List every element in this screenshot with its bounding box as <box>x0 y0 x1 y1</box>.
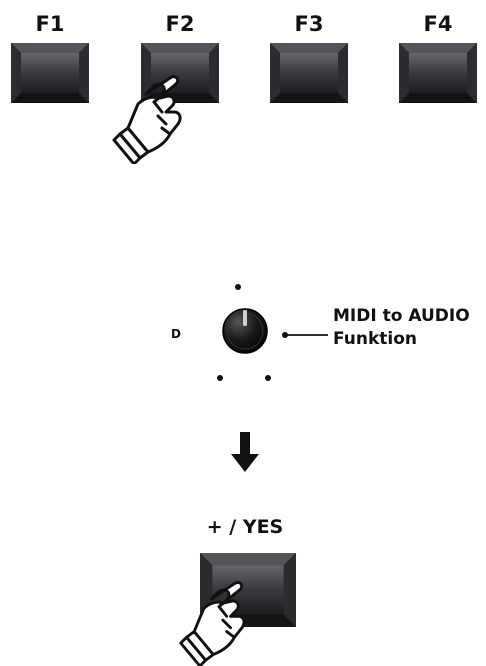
knob-group <box>150 270 486 400</box>
f4-label: F4 <box>423 12 453 36</box>
dial-dot-bottom-left <box>217 375 223 381</box>
pointing-hand-icon <box>165 578 275 666</box>
f1-label: F1 <box>35 12 65 36</box>
callout-line1: MIDI to AUDIO <box>333 306 470 326</box>
f4-button[interactable] <box>399 43 477 103</box>
mode-callout: MIDI to AUDIO Funktion <box>333 305 470 351</box>
dial-dot-bottom-right <box>265 375 271 381</box>
callout-line2: Funktion <box>333 329 418 349</box>
arrow-down-icon <box>231 432 259 472</box>
dial-position-d: D <box>171 327 181 341</box>
pointing-hand-icon <box>100 72 210 164</box>
f2-button[interactable] <box>141 43 219 103</box>
f3-label: F3 <box>294 12 324 36</box>
f2-label: F2 <box>165 12 195 36</box>
dial-dot-right <box>282 332 288 338</box>
f1-button[interactable] <box>11 43 89 103</box>
dial-dot-top <box>235 284 241 290</box>
yes-label: + / YES <box>206 516 284 538</box>
f3-button[interactable] <box>270 43 348 103</box>
